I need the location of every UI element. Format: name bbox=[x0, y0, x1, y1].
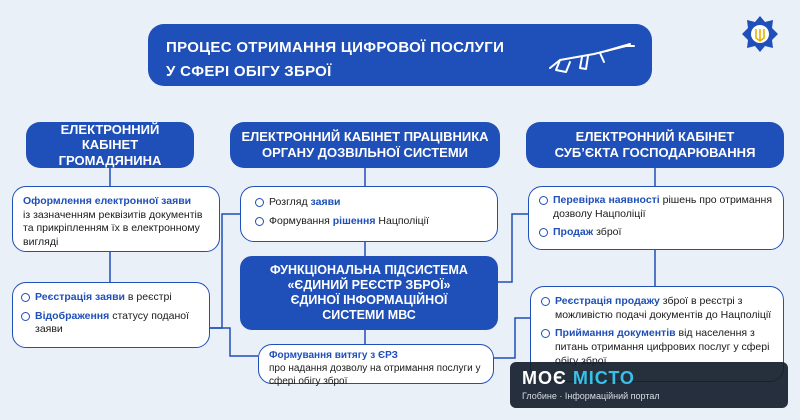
citizen-registration-text: в реєстрі bbox=[125, 291, 172, 303]
citizen-registration-hl: Реєстрація заяви bbox=[35, 291, 125, 303]
bullet-circle-icon bbox=[255, 216, 264, 226]
title-line2: У СФЕРІ ОБІГУ ЗБРОЇ bbox=[166, 63, 332, 80]
officer-review-text: Розгляд bbox=[269, 196, 311, 208]
title-banner: ПРОЦЕС ОТРИМАННЯ ЦИФРОВОЇ ПОСЛУГИ У СФЕР… bbox=[148, 24, 652, 86]
business-check-hl: Перевірка наявності bbox=[553, 194, 660, 206]
business-sale-hl: Продаж bbox=[553, 226, 594, 239]
list-item: Продаж зброї bbox=[539, 226, 773, 240]
officer-review-hl: заяви bbox=[310, 196, 341, 208]
watermark-banner[interactable]: МОЄ МІСТО Глобине · Інформаційний портал bbox=[510, 362, 788, 408]
header-business-line2: СУБ’ЄКТА ГОСПОДАРЮВАННЯ bbox=[554, 145, 756, 160]
header-business: ЕЛЕКТРОННИЙ КАБІНЕТ СУБ’ЄКТА ГОСПОДАРЮВА… bbox=[526, 122, 784, 168]
business-check-text: рішень про отримання дозволу Нацполіції bbox=[553, 194, 773, 220]
watermark-brand2: МІСТО bbox=[566, 368, 635, 388]
business-docs-hl: Приймання документів bbox=[555, 327, 676, 340]
center-line1: ФУНКЦІОНАЛЬНА ПІДСИСТЕМА bbox=[270, 263, 468, 277]
list-item: Розгляд заяви bbox=[255, 196, 483, 210]
officer-decision-hl: рішення bbox=[332, 214, 376, 227]
header-officer: ЕЛЕКТРОННИЙ КАБІНЕТ ПРАЦІВНИКА ОРГАНУ ДО… bbox=[230, 122, 500, 168]
business-check-card: Перевірка наявності рішень про отримання… bbox=[528, 186, 784, 250]
center-line3: ЄДИНОЇ ІНФОРМАЦІЙНОЇ bbox=[290, 293, 448, 307]
list-item: Перевірка наявності рішень про отримання… bbox=[539, 194, 773, 221]
officer-decision-tail: Нацполіції bbox=[375, 214, 429, 227]
extract-title: Формування витягу з ЄРЗ bbox=[269, 350, 398, 361]
bullet-circle-icon bbox=[21, 311, 30, 321]
citizen-display-text: статусу поданої заяви bbox=[35, 309, 190, 336]
header-business-line1: ЕЛЕКТРОННИЙ КАБІНЕТ bbox=[575, 129, 735, 145]
watermark-subtitle: Глобине · Інформаційний портал bbox=[522, 391, 660, 401]
central-subsystem-box: ФУНКЦІОНАЛЬНА ПІДСИСТЕМА «ЄДИНИЙ РЕЄСТР … bbox=[240, 256, 498, 330]
business-sale-text: зброї bbox=[593, 226, 622, 239]
bullet-circle-icon bbox=[255, 198, 264, 207]
citizen-application-card: Оформлення електронної заяви із зазначен… bbox=[12, 186, 220, 252]
business-registration-text: зброї в реєстрі з можливістю подачі доку… bbox=[555, 295, 772, 321]
citizen-display-hl: Відображення bbox=[35, 309, 110, 322]
citizen-application-text: із зазначенням реквізитів документів та … bbox=[23, 208, 203, 248]
list-item: Формування рішення Нацполіції bbox=[255, 215, 483, 229]
center-line2: «ЄДИНИЙ РЕЄСТР ЗБРОЇ» bbox=[287, 278, 451, 292]
title-line1: ПРОЦЕС ОТРИМАННЯ ЦИФРОВОЇ ПОСЛУГИ bbox=[166, 39, 505, 56]
connector-extract-to-business bbox=[494, 317, 530, 359]
rifle-icon bbox=[549, 43, 635, 73]
watermark-brand1: МОЄ bbox=[522, 368, 567, 388]
list-item: Відображення статусу поданої заяви bbox=[21, 310, 201, 337]
bullet-circle-icon bbox=[539, 228, 548, 238]
business-docs-text: від населення з питань отримання цифрови… bbox=[555, 327, 770, 367]
citizen-application-title: Оформлення електронної заяви bbox=[23, 195, 192, 207]
bullet-circle-icon bbox=[539, 196, 548, 205]
list-item: Реєстрація продажу зброї в реєстрі з мож… bbox=[541, 295, 773, 322]
header-citizen-line1: ЕЛЕКТРОННИЙ КАБІНЕТ bbox=[60, 121, 160, 153]
bullet-circle-icon bbox=[541, 297, 550, 306]
list-item: Реєстрація заяви в реєстрі bbox=[21, 291, 201, 305]
bullet-circle-icon bbox=[541, 329, 550, 339]
business-registration-hl: Реєстрація продажу bbox=[555, 295, 660, 307]
extract-text: про надання дозволу на отримання послуги… bbox=[269, 363, 481, 387]
citizen-status-card: Реєстрація заяви в реєстрі Відображення … bbox=[12, 282, 210, 348]
connector-extract-to-citizen bbox=[210, 327, 258, 357]
police-emblem-icon bbox=[742, 16, 778, 52]
connector-center-to-business bbox=[498, 213, 528, 283]
header-officer-line1: ЕЛЕКТРОННИЙ КАБІНЕТ ПРАЦІВНИКА bbox=[241, 129, 489, 145]
header-officer-line2: ОРГАНУ ДОЗВІЛЬНОЇ СИСТЕМИ bbox=[261, 145, 469, 160]
list-item: Приймання документів від населення з пит… bbox=[541, 327, 773, 368]
extract-card: Формування витягу з ЄРЗ про надання дозв… bbox=[258, 344, 494, 387]
officer-decision-text: Формування bbox=[269, 214, 333, 227]
bullet-circle-icon bbox=[21, 293, 30, 302]
officer-review-card: Розгляд заяви Формування рішення Нацполі… bbox=[240, 186, 498, 242]
header-citizen: ЕЛЕКТРОННИЙ КАБІНЕТ ГРОМАДЯНИНА bbox=[26, 122, 194, 168]
header-citizen-line2: ГРОМАДЯНИНА bbox=[58, 152, 162, 168]
center-line4: СИСТЕМИ МВС bbox=[322, 308, 416, 322]
